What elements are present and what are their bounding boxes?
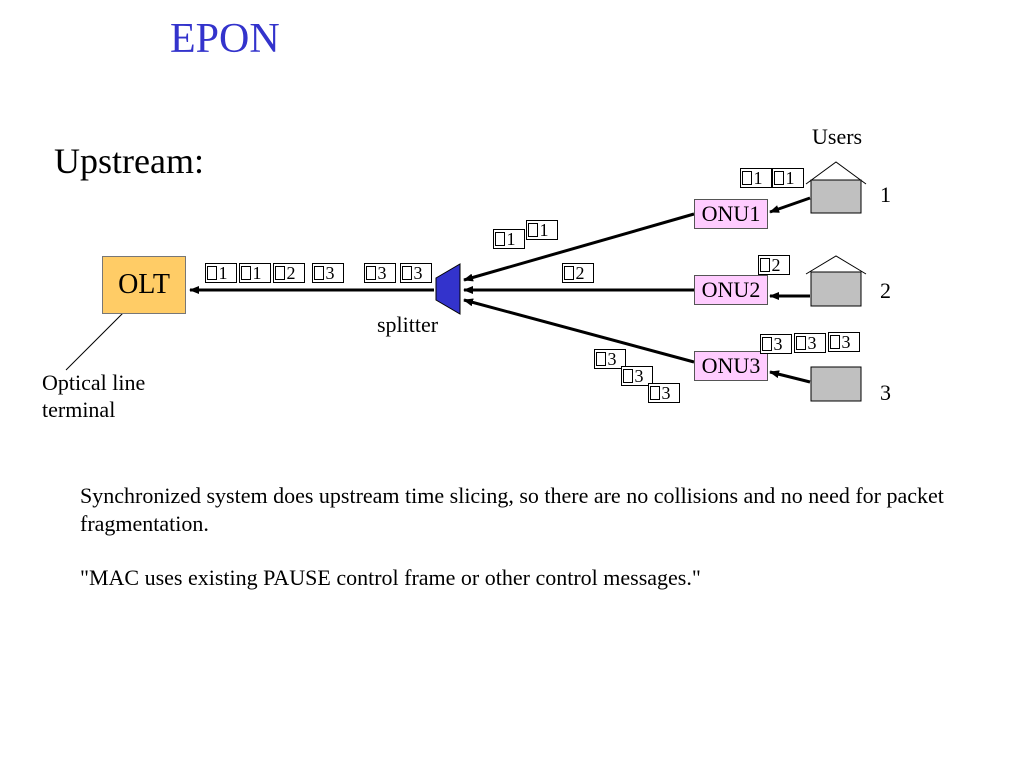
packet: 3: [760, 334, 792, 354]
packet: 2: [273, 263, 305, 283]
onu1-box: ONU1: [694, 199, 768, 229]
branch3-fiber-line: [463, 298, 695, 364]
olt-caption-line2: terminal: [42, 397, 116, 422]
house-icon: [805, 255, 867, 307]
olt-caption-line1: Optical line: [42, 370, 146, 395]
packet: 3: [621, 366, 653, 386]
slide-title: EPON: [170, 16, 280, 62]
onu3-box: ONU3: [694, 351, 768, 381]
user3-link-line: [769, 370, 811, 384]
body-paragraph-2: "MAC uses existing PAUSE control frame o…: [80, 565, 701, 590]
splitter-shape: [435, 263, 461, 315]
packet: 1: [526, 220, 558, 240]
packet: 1: [772, 168, 804, 188]
body-paragraph-1: Synchronized system does upstream time s…: [80, 483, 944, 536]
packet: 3: [828, 332, 860, 352]
packet: 2: [758, 255, 790, 275]
packet: 3: [648, 383, 680, 403]
packet: 3: [364, 263, 396, 283]
user3-number: 3: [880, 380, 891, 405]
olt-box: OLT: [102, 256, 186, 314]
onu2-box: ONU2: [694, 275, 768, 305]
splitter-label: splitter: [377, 312, 439, 337]
olt-caption-pointer: [65, 307, 129, 371]
packet: 3: [794, 333, 826, 353]
packet: 3: [594, 349, 626, 369]
user1-number: 1: [880, 182, 891, 207]
users-label: Users: [812, 124, 863, 149]
branch1-fiber-line: [463, 212, 695, 282]
house-icon: [805, 161, 867, 214]
house-icon: [810, 366, 862, 402]
packet: 2: [562, 263, 594, 283]
packet: 1: [205, 263, 237, 283]
slide-subtitle: Upstream:: [54, 141, 204, 181]
packet: 3: [400, 263, 432, 283]
packet: 1: [239, 263, 271, 283]
packet: 1: [493, 229, 525, 249]
packet: 1: [740, 168, 772, 188]
user2-number: 2: [880, 278, 891, 303]
packet: 3: [312, 263, 344, 283]
user1-link-line: [769, 196, 811, 214]
